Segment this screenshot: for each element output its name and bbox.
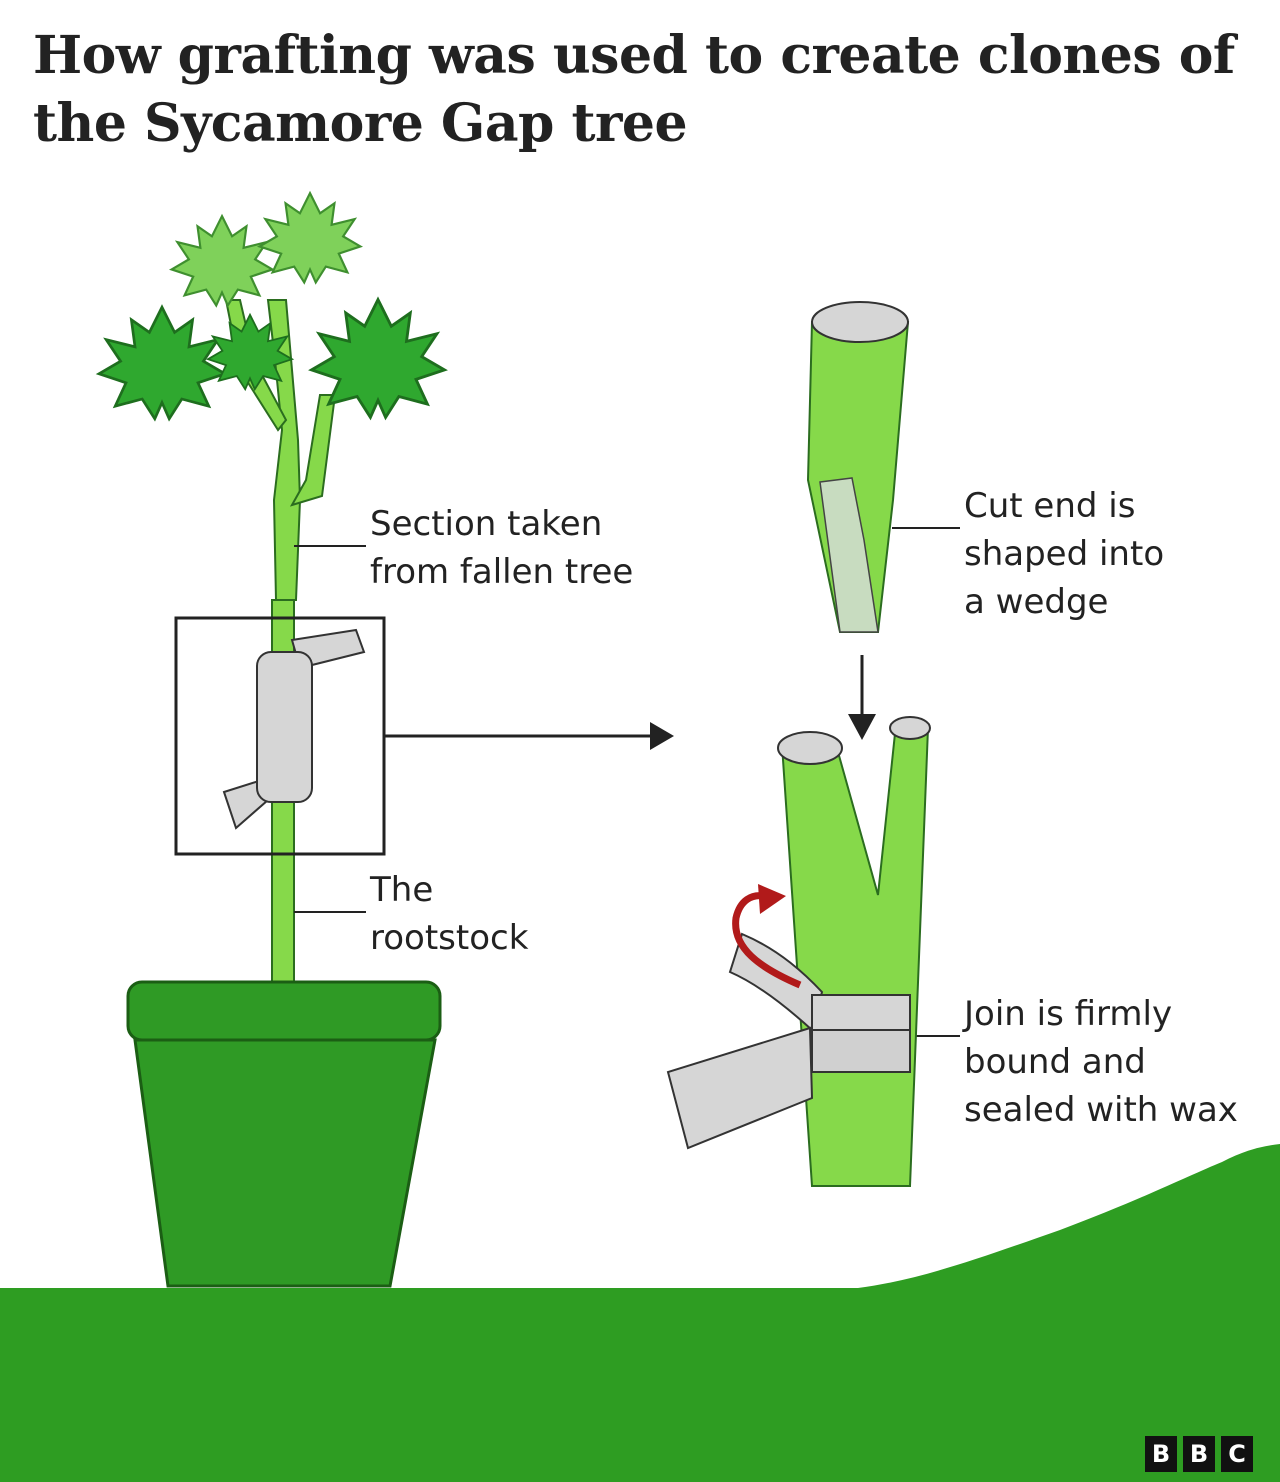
wrap-direction-arrow bbox=[732, 892, 802, 989]
ground bbox=[0, 1144, 1280, 1482]
flower-pot bbox=[126, 980, 442, 1288]
join-label: Join is firmly bound and sealed with wax bbox=[964, 994, 1238, 1130]
down-arrowhead bbox=[848, 714, 876, 740]
page-title: How grafting was used to create clones o… bbox=[33, 25, 1235, 154]
split-rootstock bbox=[777, 716, 931, 1187]
plant-graft-tape bbox=[222, 628, 366, 830]
bbc-logo-letter: C bbox=[1221, 1436, 1253, 1472]
zoom-arrowhead bbox=[650, 722, 674, 750]
wrap-arrowhead bbox=[758, 884, 786, 914]
section-label: Section taken from fallen tree bbox=[370, 504, 634, 592]
rootstock-label: The rootstock bbox=[370, 870, 529, 958]
bbc-logo: B B C bbox=[1145, 1436, 1253, 1472]
bbc-logo-letter: B bbox=[1183, 1436, 1215, 1472]
wedge-label: Cut end is shaped into a wedge bbox=[964, 486, 1165, 622]
bbc-logo-letter: B bbox=[1145, 1436, 1177, 1472]
scion-cutting bbox=[806, 301, 910, 633]
